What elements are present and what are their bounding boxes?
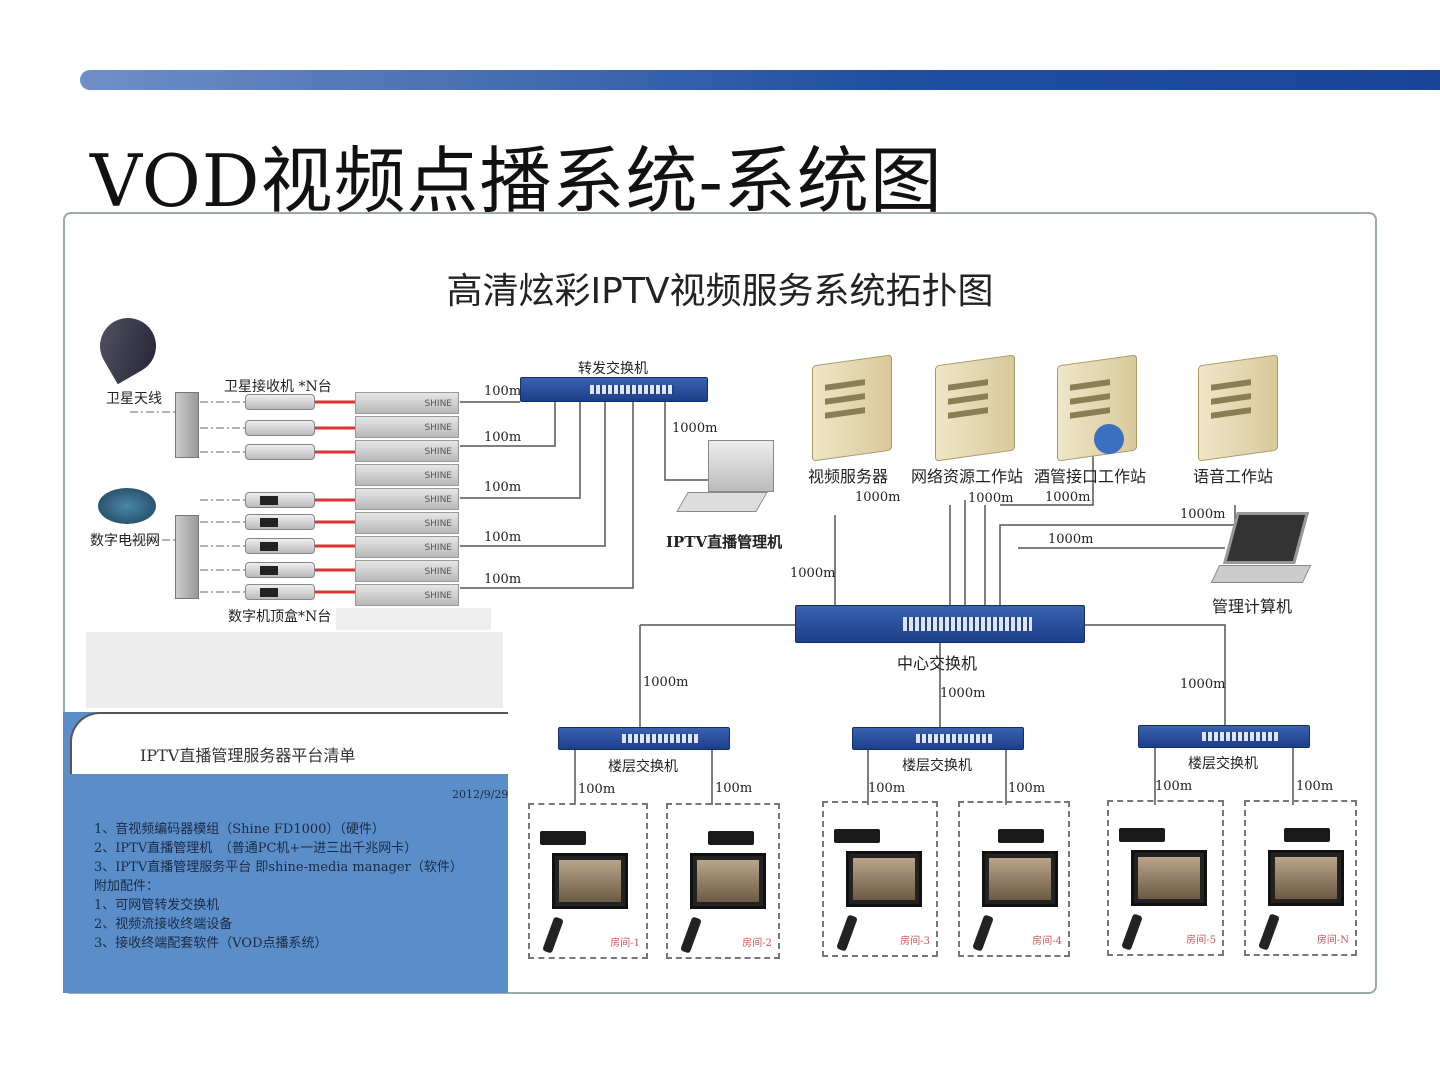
server-icon [935,354,1015,462]
link-label: 100m [715,781,753,796]
link-label: 100m [484,530,522,545]
room-4: 房间-4 [958,801,1070,957]
link-label: 100m [484,572,522,587]
link-label: 100m [1296,779,1334,794]
link-label: 1000m [790,566,836,581]
laptop-icon [1223,512,1309,564]
room-label: 房间-4 [1032,936,1062,947]
laptop-keyboard-icon [1210,565,1312,583]
settop-box-icon [245,538,315,554]
platform-list-title: IPTV直播管理服务器平台清单 [140,746,356,765]
server-icon [1198,354,1278,462]
slide-title: VOD视频点播系统-系统图 [90,139,943,223]
floor-switch-label: 楼层交换机 [1188,756,1258,772]
link-label: 1000m [672,421,718,436]
link-label: 100m [484,430,522,445]
satellite-receiver-label: 卫星接收机 *N台 [224,379,332,395]
link-label: 1000m [940,686,986,701]
encoder-module: SHINE [355,392,459,414]
iptv-manager-label: IPTV直播管理机 [666,533,783,551]
link-label: 1000m [1048,532,1094,547]
server-label: 网络资源工作站 [911,467,1024,486]
floor-switch-label: 楼层交换机 [902,758,972,774]
link-label: 1000m [1180,677,1226,692]
settop-box-icon [245,492,315,508]
list-item: 1、可网管转发交换机 [94,898,220,913]
platform-list-items: 1、音视频编码器模组（Shine FD1000）（硬件） 2、IPTV直播管理机… [94,820,463,953]
link-label: 100m [578,782,616,797]
satellite-receiver-icon [245,444,315,460]
server-label: 酒管接口工作站 [1034,467,1147,486]
link-label: 100m [484,384,522,399]
link-label: 1000m [855,490,901,505]
list-item: 3、接收终端配套软件（VOD点播系统） [94,936,328,951]
platform-list-tab [70,712,508,774]
floor-switch-icon [852,727,1024,750]
splitter-icon [175,392,199,458]
room-1: 房间-1 [528,803,648,959]
link-label: 1000m [968,491,1014,506]
server-icon [812,354,892,462]
encoder-module: SHINE [355,560,459,582]
diagram-title: 高清炫彩IPTV视频服务系统拓扑图 [446,271,994,312]
list-item: 1、音视频编码器模组（Shine FD1000）（硬件） [94,822,385,837]
platform-list-date: 2012/9/29 [452,788,509,801]
list-item: 3、IPTV直播管理服务平台 即shine-media manager（软件） [94,860,463,875]
center-switch-label: 中心交换机 [897,654,978,673]
header-bar [80,70,1440,90]
encoder-module: SHINE [355,416,459,438]
room-label: 房间-1 [610,938,640,949]
floor-switch-icon [1138,725,1310,748]
digital-tv-network-label: 数字电视网 [90,533,160,549]
encoder-module: SHINE [355,536,459,558]
server-label: 视频服务器 [808,467,889,486]
keyboard-icon [676,492,768,512]
room-3: 房间-3 [822,801,938,957]
forward-switch-label: 转发交换机 [578,361,648,377]
link-label: 1000m [643,675,689,690]
server-label: 语音工作站 [1193,467,1274,486]
room-n: 房间-N [1244,800,1357,956]
room-label: 房间-N [1316,935,1349,946]
link-label: 100m [1155,779,1193,794]
link-label: 100m [868,781,906,796]
settop-box-icon [245,562,315,578]
list-item: 附加配件： [94,879,160,894]
room-5: 房间-5 [1107,800,1224,956]
encoder-module: SHINE [355,584,459,606]
room-label: 房间-3 [900,936,930,947]
settop-box-icon [245,584,315,600]
blank-area [336,608,491,630]
satellite-antenna-label: 卫星天线 [106,391,162,407]
cloud-icon [98,488,156,524]
encoder-module: SHINE [355,488,459,510]
link-label: 100m [484,480,522,495]
encoder-module: SHINE [355,512,459,534]
link-label: 1000m [1180,507,1226,522]
user-icon [1094,424,1124,454]
center-switch-icon [795,605,1085,643]
room-2: 房间-2 [666,803,780,959]
mgmt-computer-label: 管理计算机 [1212,597,1293,616]
settop-box-icon [245,514,315,530]
floor-switch-icon [558,727,730,750]
encoder-module: SHINE [355,464,459,486]
settop-box-label: 数字机顶盒*N台 [228,609,332,625]
satellite-receiver-icon [245,420,315,436]
room-label: 房间-5 [1186,935,1216,946]
list-item: 2、视频流接收终端设备 [94,917,233,932]
link-label: 100m [1008,781,1046,796]
floor-switch-label: 楼层交换机 [608,759,678,775]
satellite-receiver-icon [245,394,315,410]
pc-icon [708,440,774,492]
encoder-module: SHINE [355,440,459,462]
list-item: 2、IPTV直播管理机 （普通PC机+一进三出千兆网卡） [94,841,418,856]
splitter-icon [175,515,199,599]
blank-area [86,632,503,708]
room-label: 房间-2 [742,938,772,949]
forward-switch-icon [520,377,708,402]
link-label: 1000m [1045,490,1091,505]
